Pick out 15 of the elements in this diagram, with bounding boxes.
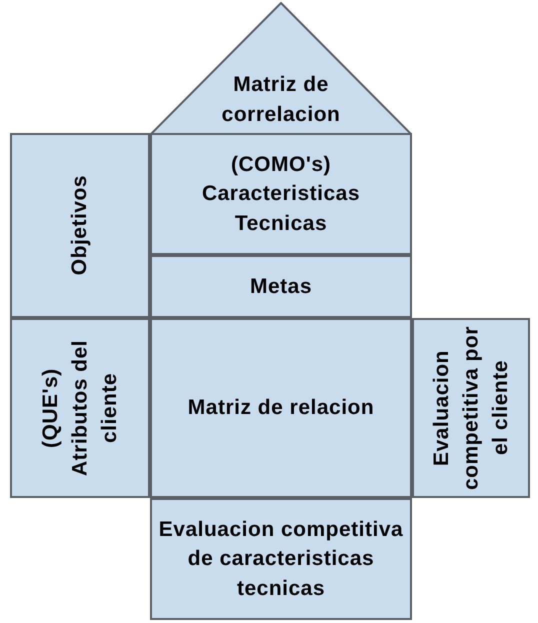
section-label: Evaluacion competitiva de caracteristicas tecnicas [158,516,404,602]
side-column-box [10,133,150,318]
matrix-box [150,133,412,255]
section-label: Matriz de correlacion [220,72,342,128]
matrix-box [150,498,412,620]
side-column-box [10,318,150,498]
section-label: Objetivos [67,175,92,276]
matrix-box [150,318,412,498]
section-label: (COMO's) Caracteristicas Tecnicas [200,152,362,237]
matrix-box [150,255,412,318]
section-label: Evaluacion competitiva por el cliente [428,325,513,492]
section-label: (QUE's) Atributos del cliente [38,339,122,478]
section-label: Metas [250,274,312,300]
side-column-box [412,318,530,498]
section-label: Matriz de relacion [188,395,374,422]
